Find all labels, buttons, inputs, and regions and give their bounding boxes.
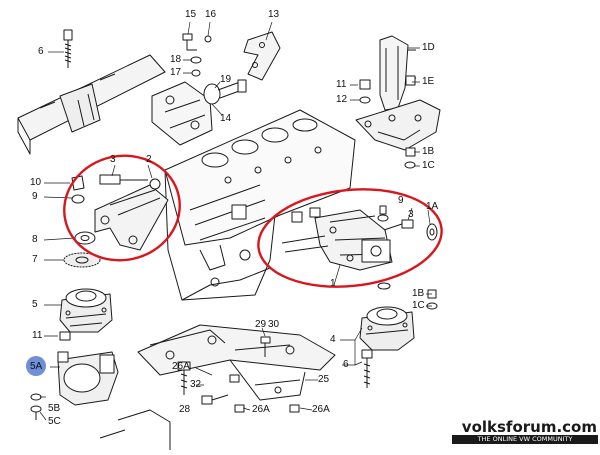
watermark-brand: volksforum.com <box>461 418 597 436</box>
bolt-3-right <box>377 205 414 231</box>
engine-bracket-right <box>281 207 393 271</box>
shaft-14 <box>203 79 247 105</box>
callout-10: 10 <box>30 177 42 188</box>
callout-6-right: 6 <box>343 359 349 370</box>
bolt-15 <box>182 33 212 51</box>
highlight-circles <box>63 154 443 288</box>
callout-11-left: 11 <box>32 330 43 341</box>
callout-26A-left: 26A <box>172 361 190 372</box>
callout-1D: 1D <box>422 42 435 53</box>
callout-16: 16 <box>205 9 217 20</box>
nut-11-right <box>359 79 371 104</box>
bolt-29-30 <box>260 336 271 357</box>
bolt-6-right <box>361 349 373 388</box>
callout-15: 15 <box>185 9 197 20</box>
washer-1A <box>426 223 438 241</box>
callout-1B-lower: 1B <box>412 288 425 299</box>
callout-1E: 1E <box>422 76 435 87</box>
bracket-1D <box>355 35 441 151</box>
callout-26A-right: 26A <box>312 404 330 415</box>
highlight-circle-left <box>63 154 181 262</box>
callout-26A-mid: 26A <box>252 404 270 415</box>
leader-lines <box>39 21 432 421</box>
washer-18 <box>190 56 202 77</box>
callout-32: 32 <box>190 379 202 390</box>
watermark-tagline: THE ONLINE VW COMMUNITY <box>452 435 598 444</box>
bottom-part-partial <box>99 409 171 450</box>
callout-25: 25 <box>318 374 330 385</box>
callout-1: 1 <box>330 278 336 289</box>
engine-block <box>164 109 356 301</box>
callout-9-left: 9 <box>32 191 38 202</box>
bolt-32 <box>201 394 229 405</box>
callout-1C-lower: 1C <box>412 300 425 311</box>
nut-11-left <box>59 331 71 341</box>
engine-mount-5 <box>59 288 113 333</box>
callout-28: 28 <box>179 404 191 415</box>
callout-14: 14 <box>220 113 232 124</box>
washer-1B-lower <box>377 282 438 310</box>
engine-bracket-left <box>94 174 169 251</box>
bracket-13 <box>243 31 281 81</box>
callout-1B: 1B <box>422 146 435 157</box>
callout-29: 29 <box>255 319 267 330</box>
nut-26A <box>229 374 300 413</box>
callout-11-right: 11 <box>336 79 347 90</box>
washer-8 <box>74 231 96 245</box>
callout-6-top: 6 <box>38 46 44 57</box>
engine-mount-4 <box>359 306 415 351</box>
bolt-6-top <box>63 29 73 68</box>
nut-1E <box>405 75 416 86</box>
callout-5B: 5B <box>48 403 61 414</box>
cover-plate-17 <box>151 81 213 146</box>
callout-4: 4 <box>330 334 336 345</box>
callout-13: 13 <box>268 9 280 20</box>
nut-1B <box>404 147 416 169</box>
callout-1A: 1A <box>426 201 439 212</box>
callout-5A: 5A <box>30 361 43 372</box>
callout-18: 18 <box>170 54 182 65</box>
subframe-crossmember <box>137 324 336 401</box>
callout-1C: 1C <box>422 160 435 171</box>
bolt-28 <box>177 361 191 395</box>
callout-2: 2 <box>146 154 152 165</box>
highlight-badge-5A <box>26 356 46 376</box>
callout-12: 12 <box>336 94 348 105</box>
highlight-circle-right <box>257 188 443 288</box>
callout-3-left: 3 <box>110 154 116 165</box>
callout-5: 5 <box>32 299 38 310</box>
callout-3-right: 3 <box>408 209 414 220</box>
callout-9-right: 9 <box>398 195 404 206</box>
frame-rail-left <box>17 54 166 155</box>
bolt-5B <box>30 393 42 420</box>
callout-30: 30 <box>268 319 280 330</box>
callout-8: 8 <box>32 234 38 245</box>
callout-7: 7 <box>32 254 38 265</box>
callout-17: 17 <box>170 67 182 78</box>
callout-5C: 5C <box>48 416 61 427</box>
engine-mount-5A <box>57 351 119 406</box>
callout-19: 19 <box>220 74 232 85</box>
